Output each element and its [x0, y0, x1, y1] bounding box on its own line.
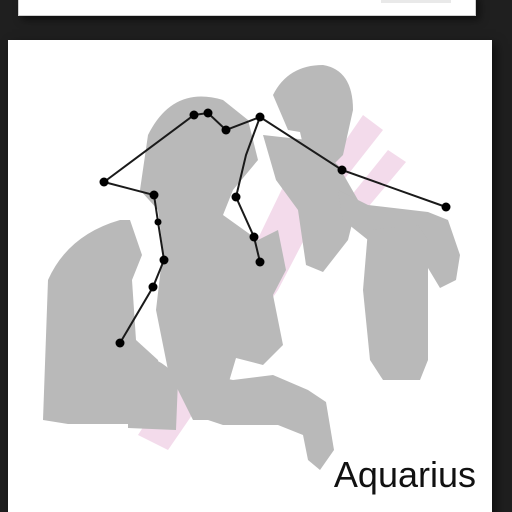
water-bearer-figure-icon [43, 65, 460, 470]
aquarius-card[interactable]: Aquarius [8, 40, 492, 512]
constellation-stars [99, 108, 451, 348]
top-card[interactable] [18, 0, 476, 16]
aquarius-illustration [43, 65, 460, 470]
top-card-tab [381, 0, 451, 3]
zodiac-caption: Aquarius [333, 454, 476, 495]
